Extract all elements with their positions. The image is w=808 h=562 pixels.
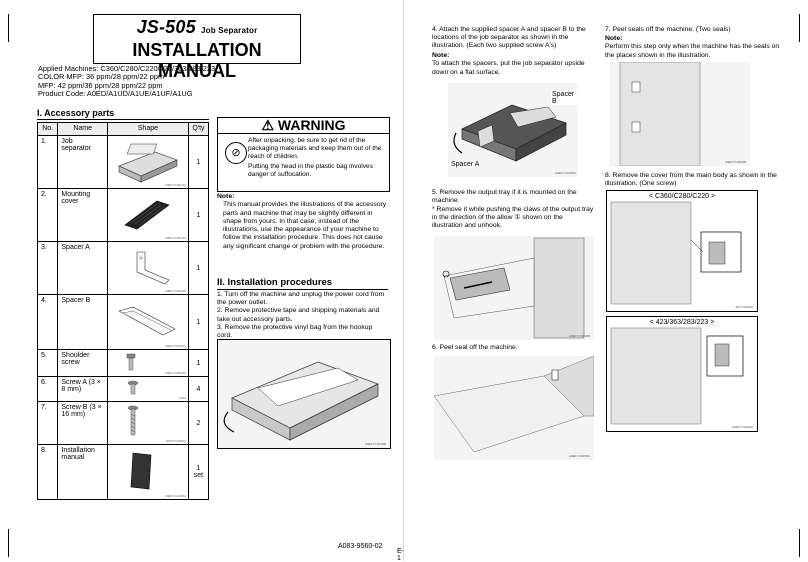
crop-mark: [8, 14, 9, 42]
table-row: 3. Spacer A A0EKYC003DA 1: [36, 241, 210, 295]
spacer-attachment-illustration: Spacer B Spacer A A0EKYC015DA: [448, 83, 578, 177]
col-no: No.: [36, 122, 59, 136]
peel-seal-illustration: A0EKYC049DA: [434, 356, 594, 460]
job-separator-image: A0EKYC001DA: [106, 135, 189, 189]
vinyl-bag-illustration: A0EKYC013DB: [217, 339, 391, 449]
table-row: 2. Mounting cover A0EKYC002DA 1: [36, 188, 210, 242]
title-box: JS-505 Job Separator INSTALLATION MANUAL: [93, 14, 301, 81]
manual-title: INSTALLATION MANUAL: [132, 40, 262, 81]
page-number: E-1: [397, 548, 404, 562]
doc-code: A083-9560-02: [338, 543, 383, 550]
output-tray-illustration: A0EKYC030DB: [434, 236, 594, 340]
warning-box: ⚠ WARNING ⊘ After unpacking, be sure to …: [217, 117, 390, 192]
step-7: 7. Peel seals off the machine. (Two seal…: [605, 26, 731, 33]
step-7-note: Note: Perform this step only when the ma…: [605, 35, 780, 59]
step-4: 4. Attach the supplied spacer A and spac…: [432, 26, 586, 50]
col-qty: Q'ty: [187, 122, 210, 136]
page-fold: [403, 0, 404, 561]
col-name: Name: [57, 122, 108, 136]
table-row: 7. Screw B (3 × 16 mm) 4051YC028DA 2: [36, 401, 210, 445]
step-6: 6. Peel seal off the machine.: [432, 344, 518, 351]
step-5: 5. Remove the output tray if it is mount…: [432, 189, 577, 205]
crop-mark: [8, 529, 9, 557]
screw-a-image: 0736: [106, 376, 189, 402]
col-shape: Shape: [106, 122, 189, 136]
step-5-bullet: * Remove it while pushing the claws of t…: [432, 206, 594, 230]
note-block: Note: This manual provides the illustrat…: [217, 193, 387, 250]
table-row: 5. Shoulder screw A0EKYC005DA 1: [36, 349, 210, 377]
label-spacer-a: Spacer A: [450, 161, 481, 168]
manual-image: A0EKYC018DA: [106, 444, 189, 500]
table-row: 8. Installation manual A0EKYC018DA 1 set: [36, 444, 210, 500]
step-8: 8. Remove the cover from the main body a…: [605, 172, 777, 188]
left-page: JS-505 Job Separator INSTALLATION MANUAL…: [0, 0, 404, 562]
prohibition-icon: ⊘: [225, 142, 247, 164]
product-title: JS-505 Job Separator: [136, 17, 258, 37]
spacer-a-image: A0EKYC003DA: [106, 241, 189, 295]
warning-icon: ⚠: [261, 117, 274, 133]
model-label-2: < 423/363/283/223 >: [649, 319, 715, 326]
model-label-1: < C360/C280/C220 >: [648, 193, 716, 200]
shoulder-screw-image: A0EKYC005DA: [106, 349, 189, 377]
cover-removal-box-1: < C360/C280/C220 > EKYC033DA: [606, 190, 758, 312]
mounting-cover-image: A0EKYC002DA: [106, 188, 189, 242]
procedures-heading: II. Installation procedures: [217, 277, 388, 290]
screw-b-image: 4051YC028DA: [106, 401, 189, 445]
crop-mark: [799, 529, 800, 557]
spacer-b-image: A0EKYC004DA: [106, 294, 189, 350]
accessory-heading: I. Accessory parts: [37, 108, 209, 120]
accessory-table: No. Name Shape Q'ty 1. Job separator A0E…: [36, 122, 210, 500]
procedures-steps: 1. Turn off the machine and unplug the p…: [217, 291, 385, 340]
right-page: 4. Attach the supplied spacer A and spac…: [404, 0, 808, 561]
table-row: 6. Screw A (3 × 8 mm) 0736 4: [36, 376, 210, 402]
two-seals-illustration: A0EKYC032DB: [610, 62, 750, 166]
table-row: 1. Job separator A0EKYC001DA 1: [36, 135, 210, 189]
cover-removal-box-2: < 423/363/283/223 > A0EKYC048DA: [606, 316, 758, 432]
label-spacer-b: Spacer B: [551, 91, 578, 105]
crop-mark: [799, 14, 800, 42]
warning-heading: ⚠ WARNING: [218, 118, 389, 134]
applied-machines: Applied Machines: C360/C280/C220/423/363…: [38, 64, 216, 99]
table-row: 4. Spacer B A0EKYC004DA 1: [36, 294, 210, 350]
step-4-note: Note: To attach the spacers, put the job…: [432, 52, 585, 76]
